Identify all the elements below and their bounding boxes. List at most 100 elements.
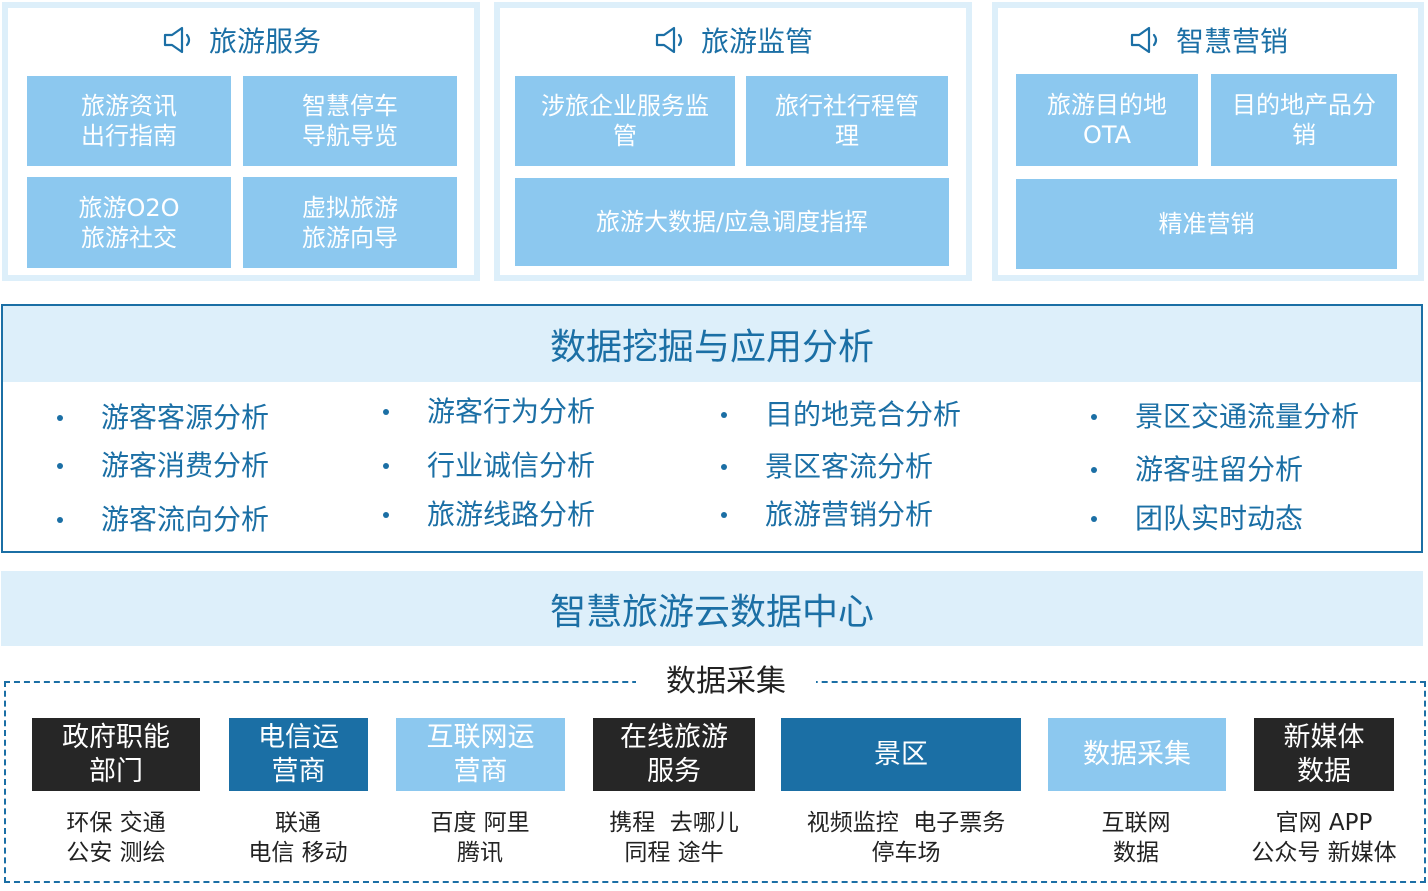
analysis-label: 行业诚信分析 [427, 449, 596, 482]
panel-tourism-supervision: 旅游监管 涉旅企业服务监管 旅行社行程管理 旅游大数据/应急调度指挥 [494, 2, 972, 281]
tile-line: 旅游O2O [78, 193, 180, 222]
source-line: 数据采集 [1083, 738, 1191, 770]
detail-line: 联通 [275, 810, 321, 836]
bullet-dot [57, 517, 63, 523]
source-line: 互联网运 [426, 721, 535, 753]
source-detail-internet-operator: 百度 阿里腾讯 [390, 806, 570, 870]
data-collection-title: 数据采集 [636, 656, 816, 700]
analysis-item: 目的地竞合分析 [721, 397, 961, 433]
analysis-label: 游客消费分析 [101, 449, 270, 482]
analysis-label: 游客客源分析 [101, 401, 270, 434]
detail-line: 电信 移动 [248, 840, 348, 866]
bullet-dot [1091, 516, 1097, 522]
analysis-label: 游客流向分析 [101, 503, 270, 536]
tile-line: 目的地产品分 [1232, 91, 1376, 119]
panel-title-text: 智慧营销 [1175, 25, 1288, 58]
detail-line: 携程 去哪儿 [609, 810, 739, 836]
tile-line: 虚拟旅游 [302, 193, 398, 222]
detail-line: 环保 交通 [66, 810, 166, 836]
source-line: 营商 [453, 755, 508, 787]
tile-line: 旅游资讯 [81, 92, 177, 120]
analysis-item: 景区客流分析 [721, 449, 934, 485]
tile-product-distribution: 目的地产品分销 [1211, 74, 1397, 166]
source-telecom: 电信运营商 [229, 718, 368, 791]
tile-info-guide: 旅游资讯出行指南 [27, 76, 231, 166]
source-line: 数据 [1297, 755, 1351, 787]
detail-line: 互联网 [1101, 810, 1171, 836]
source-line: 景区 [874, 738, 928, 770]
source-line: 服务 [647, 755, 701, 787]
detail-line: 停车场 [871, 840, 941, 866]
source-detail-data-collection: 互联网数据 [1056, 806, 1216, 870]
detail-line: 公众号 新媒体 [1251, 840, 1397, 866]
detail-line: 官网 APP [1275, 810, 1373, 836]
analysis-label: 旅游营销分析 [765, 498, 934, 531]
detail-line: 公安 测绘 [66, 840, 166, 866]
speaker-icon [1130, 26, 1158, 54]
tile-line: 管 [613, 122, 637, 150]
bullet-dot [721, 464, 727, 470]
tile-line: 旅游社交 [81, 223, 177, 252]
tile-line: 精准营销 [1158, 210, 1255, 238]
bullet-dot [721, 512, 727, 518]
bullet-dot [57, 415, 63, 421]
bullet-dot [383, 512, 389, 518]
source-new-media: 新媒体数据 [1254, 718, 1394, 791]
tile-precision-marketing: 精准营销 [1016, 179, 1397, 269]
analysis-label: 景区交通流量分析 [1135, 400, 1360, 433]
panel-title: 智慧营销 [998, 18, 1418, 62]
tile-enterprise-supervision: 涉旅企业服务监管 [515, 76, 735, 166]
bullet-dot [721, 412, 727, 418]
source-detail-new-media: 官网 APP 公众号 新媒体 [1234, 806, 1414, 870]
speaker-icon [655, 26, 683, 54]
bullet-dot [1091, 414, 1097, 420]
source-line: 部门 [89, 755, 143, 787]
analysis-label: 景区客流分析 [765, 450, 934, 483]
analysis-item: 游客驻留分析 [1091, 452, 1303, 488]
source-data-collection: 数据采集 [1048, 718, 1226, 791]
source-line: 电信运 [258, 721, 339, 753]
cloud-data-center: 智慧旅游云数据中心 [1, 571, 1423, 646]
tile-virtual-guide: 虚拟旅游旅游向导 [243, 177, 457, 268]
tile-line: 理 [835, 122, 859, 150]
bullet-dot [383, 463, 389, 469]
source-line: 营商 [271, 755, 326, 787]
analysis-label: 旅游线路分析 [427, 498, 596, 531]
source-detail-scenic-area: 视频监控 电子票务停车场 [776, 806, 1036, 870]
panel-title-text: 旅游服务 [208, 25, 321, 58]
detail-line: 同程 途牛 [624, 840, 724, 866]
analysis-item: 景区交通流量分析 [1091, 399, 1360, 435]
tile-line: 出行指南 [81, 122, 177, 150]
data-mining-section: 数据挖掘与应用分析 游客客源分析 游客消费分析 游客流向分析 游客行为分析 行业… [1, 304, 1423, 553]
tile-line: 导航导览 [302, 122, 398, 150]
detail-line: 视频监控 电子票务 [806, 810, 1006, 836]
tile-line: 旅游目的地 [1047, 91, 1167, 119]
source-line: 在线旅游 [620, 721, 728, 753]
detail-line: 腾讯 [457, 840, 503, 866]
tile-line: 旅行社行程管 [775, 92, 919, 120]
panel-title: 旅游监管 [500, 18, 966, 62]
analysis-label: 团队实时动态 [1135, 502, 1304, 535]
detail-line: 数据 [1113, 840, 1159, 866]
analysis-item: 旅游线路分析 [383, 497, 596, 533]
analysis-item: 游客客源分析 [57, 400, 270, 436]
tile-line: 涉旅企业服务监 [541, 92, 709, 120]
analysis-item: 游客行为分析 [383, 394, 595, 430]
analysis-item: 行业诚信分析 [383, 448, 596, 484]
source-detail-government: 环保 交通公安 测绘 [16, 806, 216, 870]
source-internet-operator: 互联网运营商 [396, 718, 565, 791]
data-mining-title: 数据挖掘与应用分析 [3, 306, 1421, 382]
source-scenic-area: 景区 [781, 718, 1021, 791]
analysis-item: 游客流向分析 [57, 502, 270, 538]
bullet-dot [1091, 467, 1097, 473]
panel-title: 旅游服务 [8, 18, 474, 62]
tile-line: 销 [1292, 121, 1316, 149]
detail-line: 百度 阿里 [430, 810, 530, 836]
tile-line: 智慧停车 [302, 92, 398, 120]
speaker-icon [163, 26, 191, 54]
tile-parking-nav: 智慧停车导航导览 [243, 76, 457, 166]
